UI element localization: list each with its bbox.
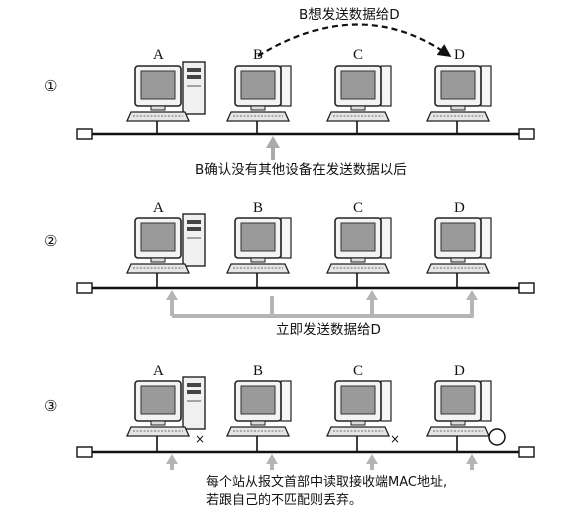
step-3-host-d-side-panel xyxy=(480,380,492,422)
step-1-host-b-side-panel xyxy=(280,65,292,107)
step-3-terminator-right xyxy=(518,446,535,458)
step-2-host-a-computer-icon xyxy=(126,217,190,274)
step-3-terminator-left xyxy=(76,446,93,458)
step-1-host-c-computer-icon xyxy=(326,65,390,122)
step-2-terminator-right xyxy=(518,282,535,294)
step-3-marker: ③ xyxy=(44,397,58,415)
step-2-host-b-side-panel xyxy=(280,217,292,259)
step-1-host-d-side-panel xyxy=(480,65,492,107)
step-2-host-d-label: D xyxy=(454,200,465,216)
step-3-host-c-computer-icon xyxy=(326,380,390,437)
step-1-host-c-side-panel xyxy=(380,65,392,107)
accept-mark-d xyxy=(488,428,506,446)
step-1-host-a-computer-icon xyxy=(126,65,190,122)
step-2-host-a-tower xyxy=(182,213,206,267)
broadcast-arrow-head-2 xyxy=(466,290,478,300)
step-1-host-a-label: A xyxy=(153,47,164,63)
reject-mark-c: × xyxy=(390,432,401,446)
step-1-host-c-label: C xyxy=(353,47,364,63)
step-3-host-a-tower xyxy=(182,376,206,430)
step-2-marker: ② xyxy=(44,232,58,250)
step-3-host-b-computer-icon xyxy=(226,380,290,437)
step-1-top-caption: B想发送数据给D xyxy=(299,7,400,23)
send-intent-arrow xyxy=(257,23,452,57)
step-2-host-c-side-panel xyxy=(380,217,392,259)
step-2-caption: 立即发送数据给D xyxy=(276,322,381,338)
receive-arrow-head-d xyxy=(466,454,478,464)
step-3-caption-line-1: 每个站从报文首部中读取接收端MAC地址, xyxy=(206,475,448,490)
receive-arrow-head-a xyxy=(166,454,178,464)
step-2-host-c-label: C xyxy=(353,200,364,216)
broadcast-arrow-head-0 xyxy=(166,290,178,300)
step-1-host-a-tower xyxy=(182,61,206,115)
receive-arrow-head-b xyxy=(266,454,278,464)
step-3-host-c-label: C xyxy=(353,363,364,379)
step-2-host-d-side-panel xyxy=(480,217,492,259)
step-1-host-b-label: B xyxy=(253,47,264,63)
carrier-sense-arrow-head xyxy=(266,136,280,148)
step-1-host-b-computer-icon xyxy=(226,65,290,122)
broadcast-path xyxy=(170,296,474,318)
step-3-host-a-computer-icon xyxy=(126,380,190,437)
step-3-host-a-label: A xyxy=(153,363,164,379)
receive-arrow-head-c xyxy=(366,454,378,464)
step-1-bottom-caption: B确认没有其他设备在发送数据以后 xyxy=(195,162,407,178)
step-3-host-d-computer-icon xyxy=(426,380,490,437)
step-3-host-c-side-panel xyxy=(380,380,392,422)
step-1-host-d-label: D xyxy=(454,47,465,63)
step-1-terminator-right xyxy=(518,128,535,140)
step-2-host-c-computer-icon xyxy=(326,217,390,274)
step-2-host-a-label: A xyxy=(153,200,164,216)
step-3-host-b-side-panel xyxy=(280,380,292,422)
step-2-host-b-label: B xyxy=(253,200,264,216)
step-3-host-b-label: B xyxy=(253,363,264,379)
step-2-host-d-computer-icon xyxy=(426,217,490,274)
step-3-caption-line-2: 若跟自己的不匹配则丢弃。 xyxy=(206,493,363,508)
step-3-host-d-label: D xyxy=(454,363,465,379)
step-2-terminator-left xyxy=(76,282,93,294)
step-1-host-d-computer-icon xyxy=(426,65,490,122)
step-2-host-b-computer-icon xyxy=(226,217,290,274)
reject-mark-a: × xyxy=(195,432,206,446)
broadcast-arrow-head-1 xyxy=(366,290,378,300)
step-1-terminator-left xyxy=(76,128,93,140)
step-1-marker: ① xyxy=(44,77,58,95)
